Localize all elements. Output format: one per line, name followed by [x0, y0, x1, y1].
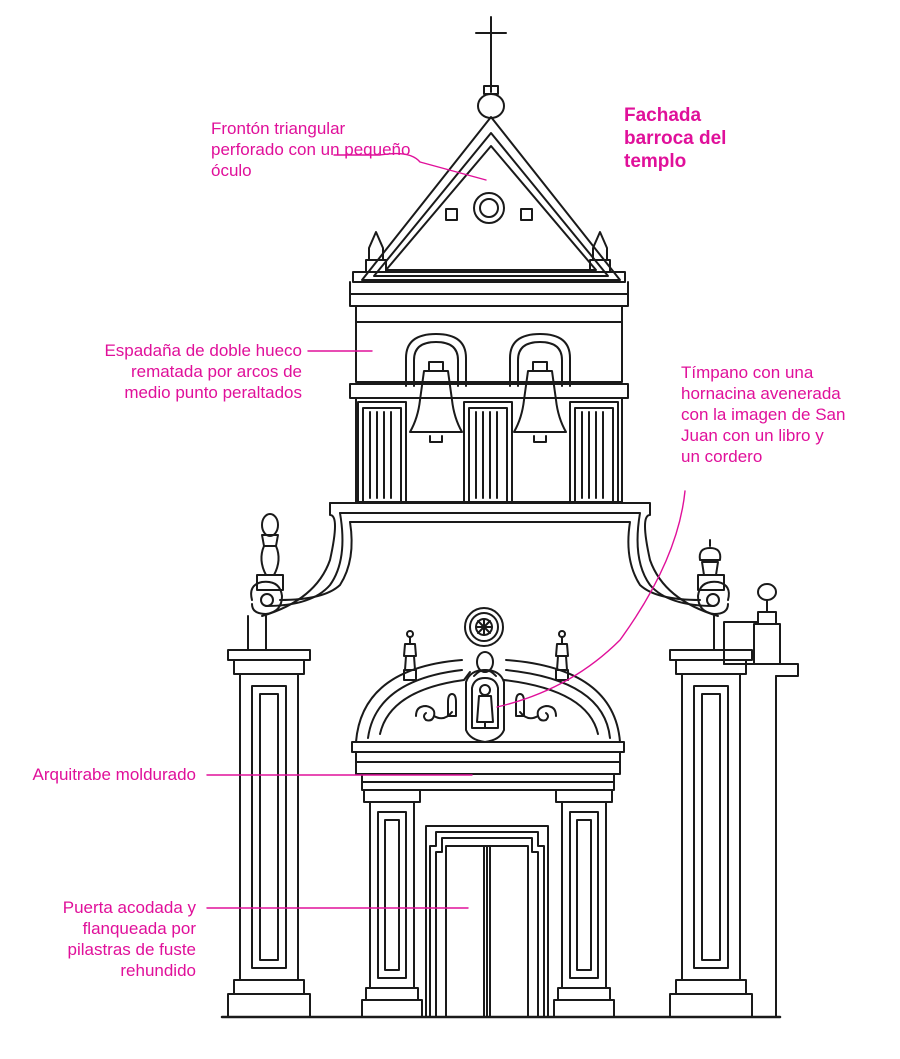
label-line: Frontón triangular [211, 119, 346, 138]
tympanum [351, 659, 625, 763]
title-line: barroca del [624, 128, 727, 149]
rose-window [464, 607, 504, 647]
right-pilaster [669, 649, 753, 1018]
label-arquitrabe: Arquitrabe moldurado [33, 764, 196, 785]
label-line: Tímpano con una [681, 363, 814, 382]
architrave [355, 761, 621, 791]
leader-fronton [333, 152, 487, 181]
left-pilaster [227, 615, 311, 1018]
title-line: Fachada [624, 105, 702, 126]
label-line: Arquitrabe moldurado [32, 765, 196, 784]
label-line: rematada por arcos de [130, 362, 302, 381]
niche-statue [465, 651, 505, 743]
pediment-spires [403, 630, 569, 681]
door-frame [425, 825, 549, 1018]
label-line: flanqueada por [82, 919, 196, 938]
cross-finial [475, 16, 507, 119]
leader-timpano [496, 490, 686, 708]
triangular-pediment [361, 116, 621, 281]
label-line: un cordero [681, 447, 763, 466]
label-line: pilastras de fuste [67, 940, 196, 959]
gable-finials [250, 513, 730, 615]
title-line: templo [624, 151, 687, 172]
label-espadana: Espadaña de doble hueco rematada por arc… [104, 340, 302, 403]
belfry-cornice [349, 271, 629, 307]
label-line: hornacina avenerada [681, 384, 841, 403]
door-left-pilaster [361, 789, 423, 1018]
label-line: rehundido [120, 961, 196, 980]
label-fronton: Frontón triangular perforado con un pequ… [211, 118, 410, 181]
tympanum-scrolls [415, 693, 557, 722]
label-timpano: Tímpano con una hornacina avenerada con … [681, 362, 845, 467]
curved-gable [261, 502, 719, 651]
door-right-pilaster [553, 789, 615, 1018]
diagram-title: Fachada barroca del templo [624, 104, 726, 173]
bells [409, 361, 567, 443]
leader-lines [206, 152, 686, 909]
label-puerta: Puerta acodada y flanqueada por pilastra… [63, 897, 196, 981]
label-line: Espadaña de doble hueco [104, 341, 302, 360]
belfry [349, 305, 629, 503]
label-line: medio punto peraltados [124, 383, 302, 402]
label-line: óculo [211, 161, 252, 180]
pediment-side-finials [365, 231, 611, 273]
label-line: con la imagen de San [681, 405, 846, 424]
right-wall [723, 583, 799, 1018]
label-line: Puerta acodada y [62, 898, 196, 917]
label-line: Juan con un libro y [681, 426, 824, 445]
label-line: perforado con un pequeño [211, 140, 411, 159]
